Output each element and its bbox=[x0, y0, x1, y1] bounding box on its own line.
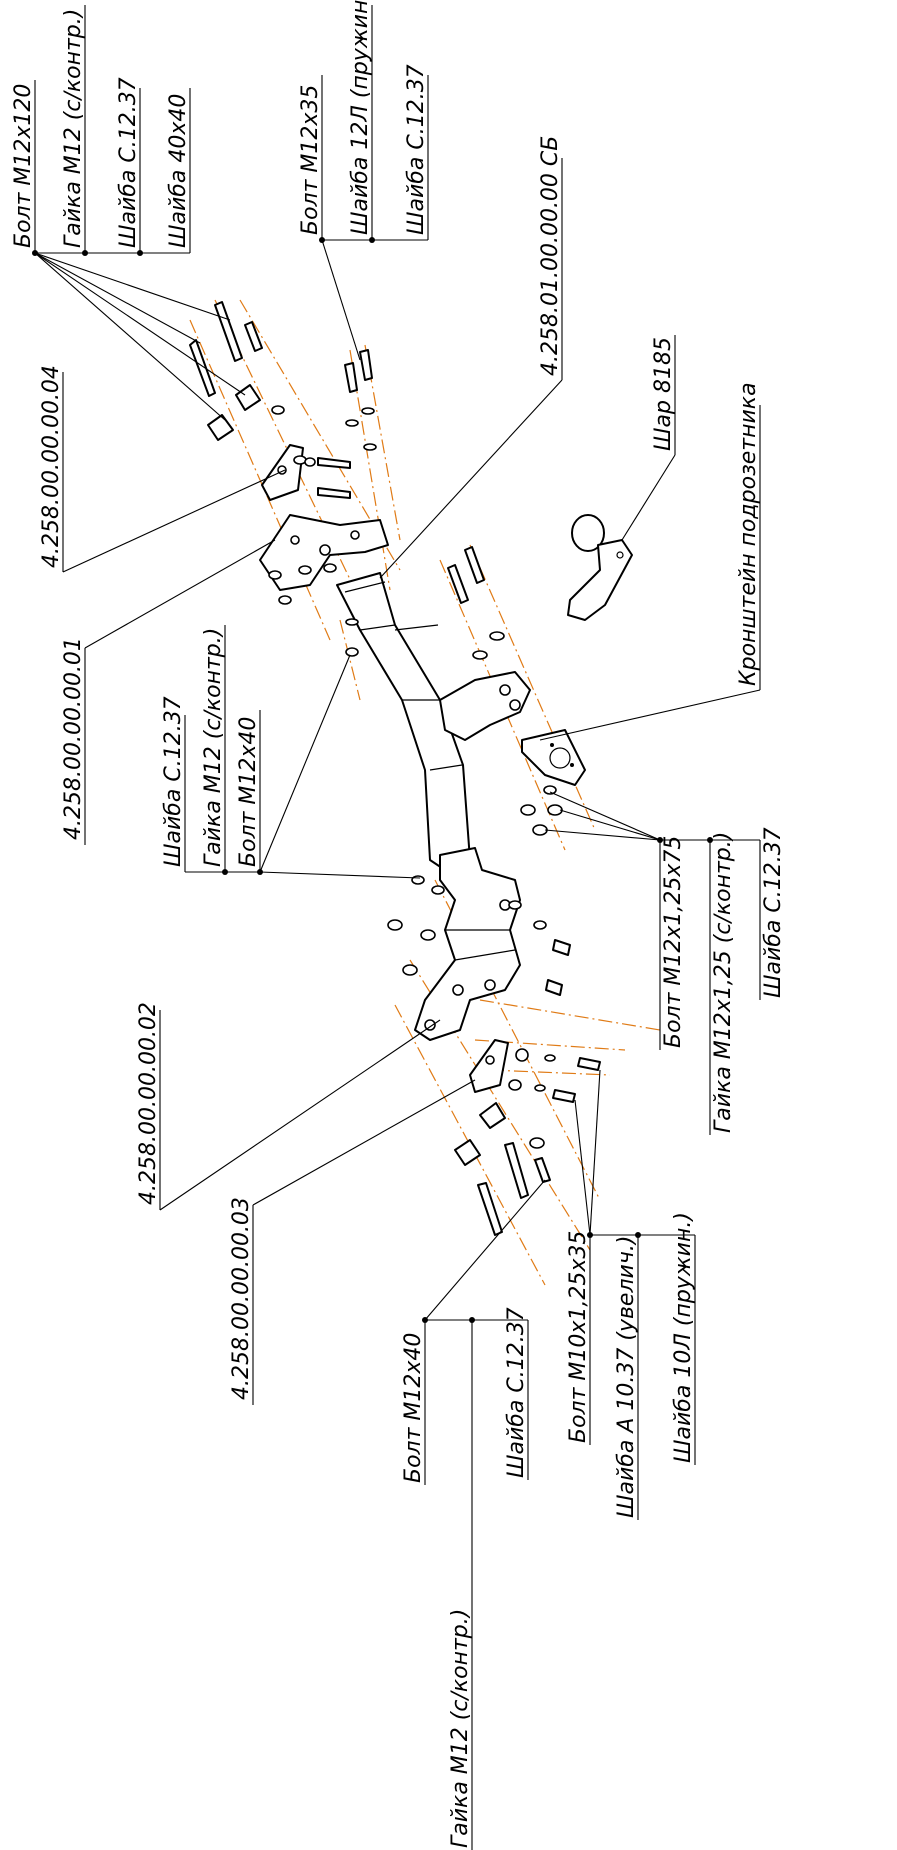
label-part-03: 4.258.00.00.00.03 bbox=[229, 1197, 254, 1400]
socket-bracket-plate bbox=[521, 729, 586, 786]
label-washer-40x40: Шайба 40x40 bbox=[166, 94, 191, 248]
label-bolt-m12x125x75: Болт M12x1,25x75 bbox=[661, 836, 686, 1048]
label-assembly: 4.258.01.00.00.00 СБ bbox=[538, 136, 563, 376]
label-nut-m12-bottom: Гайка M12 (с/контр.) bbox=[448, 1609, 473, 1848]
label-bolt-m12x40-center: Болт M12x40 bbox=[236, 717, 261, 867]
bracket-04 bbox=[207, 384, 304, 501]
label-washer-12l: Шайба 12Л (пружин.) bbox=[348, 0, 373, 235]
fasteners bbox=[189, 301, 601, 1236]
label-bolt-m12x35: Болт M12x35 bbox=[298, 85, 323, 235]
label-shelves bbox=[32, 5, 761, 1850]
bracket-02 bbox=[414, 847, 521, 1041]
leader-lines bbox=[34, 239, 761, 1321]
label-nut-m12-top-left: Гайка M12 (с/контр.) bbox=[61, 9, 86, 248]
label-nut-m12x125: Гайка M12x1,25 (с/контр.) bbox=[711, 832, 736, 1133]
label-washer-c1237-top-mid: Шайба С.12.37 bbox=[404, 64, 429, 235]
tow-ball bbox=[567, 514, 633, 621]
label-bolt-m10: Болт M10x1,25x35 bbox=[566, 1231, 591, 1443]
label-bolt-m12x40-bottom: Болт M12x40 bbox=[401, 1333, 426, 1483]
label-washer-c1237-center: Шайба С.12.37 bbox=[161, 696, 186, 867]
label-part-04: 4.258.00.00.00.04 bbox=[39, 365, 64, 568]
label-washer-c1237-bottom: Шайба С.12.37 bbox=[504, 1307, 529, 1478]
label-washer-a1037: Шайба А 10.37 (увелич.) bbox=[614, 1236, 639, 1518]
label-washer-c1237-top-left: Шайба С.12.37 bbox=[116, 77, 141, 248]
label-part-02: 4.258.00.00.00.02 bbox=[136, 1002, 161, 1205]
label-nut-m12-center: Гайка M12 (с/контр.) bbox=[201, 628, 226, 867]
bracket-01 bbox=[259, 514, 389, 591]
socket-mount bbox=[439, 671, 531, 741]
label-part-01: 4.258.00.00.00.01 bbox=[61, 637, 86, 840]
label-ball: Шар 8185 bbox=[651, 337, 676, 451]
label-bolt-m12x120: Болт M12x120 bbox=[11, 84, 36, 248]
label-washer-c1237-right: Шайба С.12.37 bbox=[761, 827, 786, 998]
bracket-03 bbox=[454, 1039, 509, 1166]
label-washer-10l: Шайба 10Л (пружин.) bbox=[671, 1212, 696, 1463]
labels: Болт M12x120 Гайка M12 (с/контр.) Шайба … bbox=[11, 0, 786, 1848]
label-socket-bracket: Кронштейн подрозетника bbox=[736, 382, 761, 686]
